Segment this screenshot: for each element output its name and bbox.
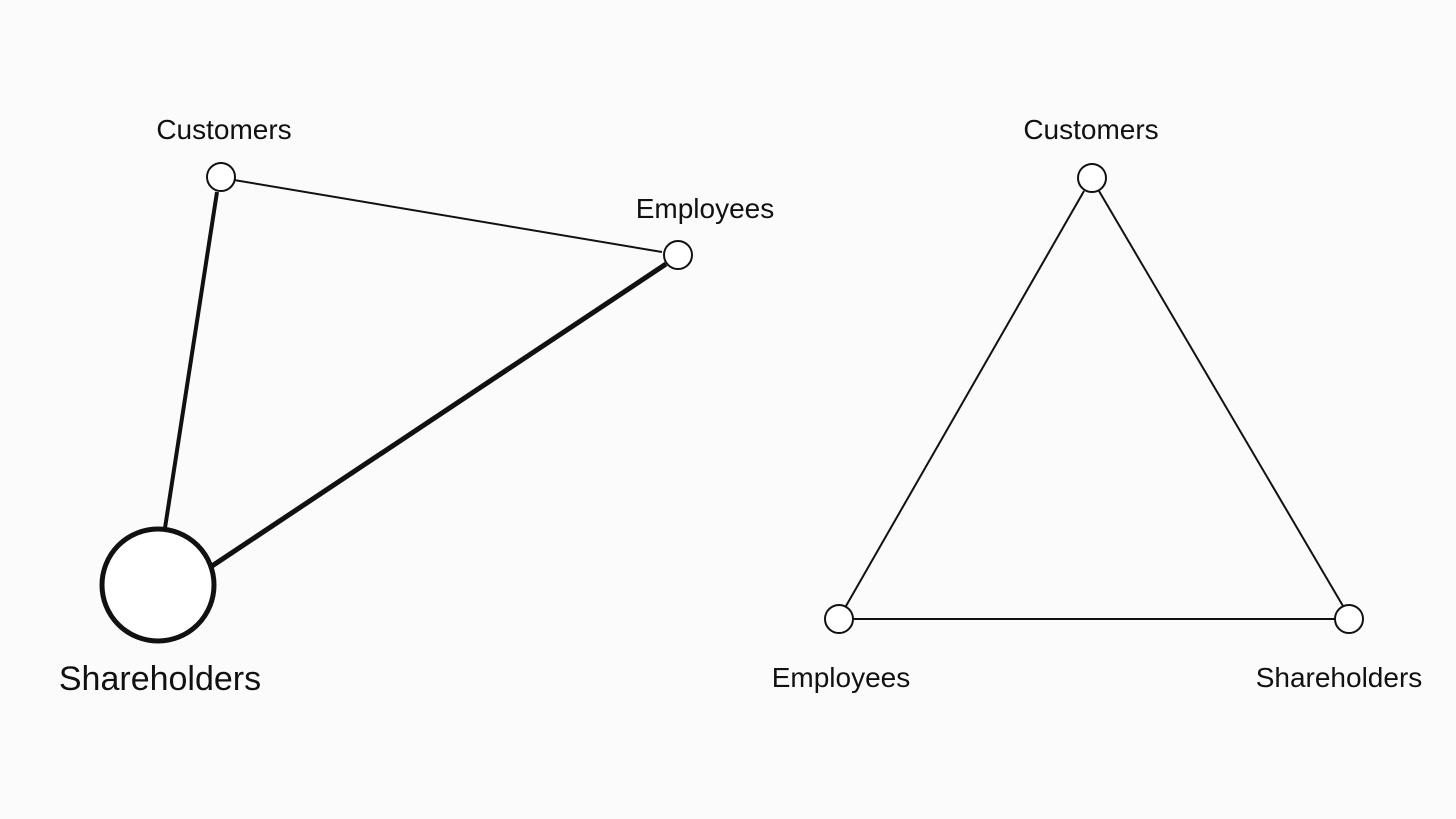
left-label-customers: Customers: [156, 114, 291, 145]
right-edge-customers-employees: [845, 190, 1085, 607]
right-node-customers: [1077, 163, 1107, 193]
right-label-shareholders: Shareholders: [1256, 662, 1423, 693]
left-label-employees: Employees: [636, 193, 775, 224]
right-label-customers: Customers: [1023, 114, 1158, 145]
left-node-employees: [663, 240, 693, 270]
left-edge-customers-shareholders: [163, 191, 219, 529]
right-edge-customers-shareholders: [1098, 190, 1344, 607]
left-node-shareholders: [99, 526, 217, 644]
right-node-employees: [824, 604, 854, 634]
left-edge-employees-shareholders: [210, 261, 668, 569]
right-label-employees: Employees: [772, 662, 911, 693]
left-diagram: Customers Employees Shareholders: [59, 114, 774, 698]
left-node-customers: [206, 162, 236, 192]
right-diagram: Customers Employees Shareholders: [772, 114, 1423, 693]
left-edge-customers-employees: [233, 179, 663, 253]
right-node-shareholders: [1334, 604, 1364, 634]
left-label-shareholders: Shareholders: [59, 660, 261, 698]
